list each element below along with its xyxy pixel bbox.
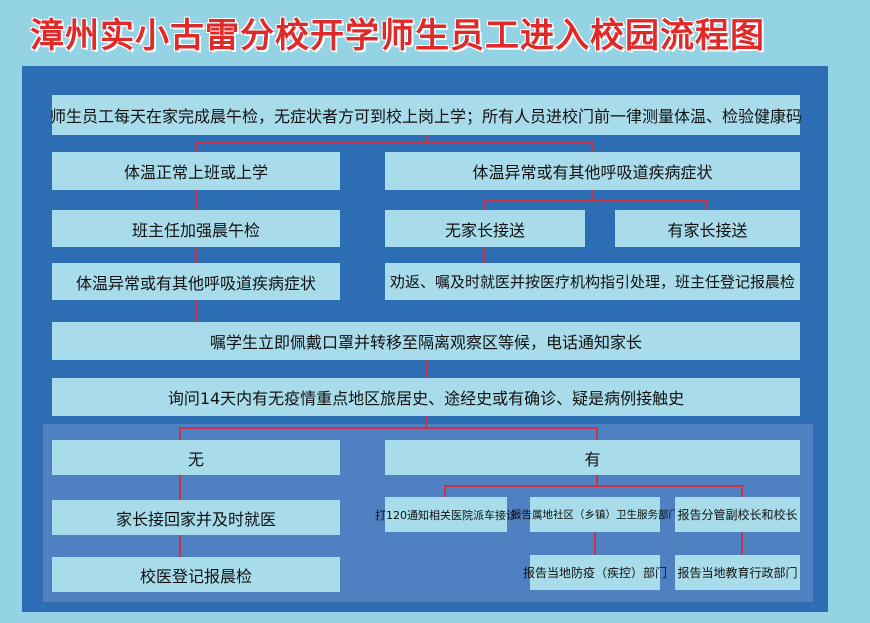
normal-temp-box: 体温正常上班或上学 <box>52 152 340 190</box>
ask-history-box: 询问14天内有无疫情重点地区旅居史、途经史或有确诊、疑是病例接触史 <box>52 378 800 416</box>
connector <box>195 135 593 152</box>
has-parent-box: 有家长接送 <box>615 210 800 247</box>
teacher-check-box: 班主任加强晨午检 <box>52 210 340 247</box>
report-principal-box: 报告分管副校长和校长 <box>675 497 800 532</box>
doctor-record-box: 校医登记报晨检 <box>52 557 340 592</box>
has-history-box: 有 <box>385 440 800 475</box>
parent-pickup-box: 家长接回家并及时就医 <box>52 500 340 535</box>
isolate-box: 嘱学生立即佩戴口罩并转移至隔离观察区等候，电话通知家长 <box>52 322 800 360</box>
page-title: 漳州实小古雷分校开学师生员工进入校园流程图 <box>30 16 765 56</box>
no-parent-box: 无家长接送 <box>385 210 585 247</box>
report-education-box: 报告当地教育行政部门 <box>675 555 800 590</box>
abnormal-temp-box: 体温异常或有其他呼吸道疾病症状 <box>385 152 800 190</box>
daily-check-box: 师生员工每天在家完成晨午检，无症状者方可到校上岗上学；所有人员进校门前一律测量体… <box>50 95 802 135</box>
connector <box>484 190 708 210</box>
connector <box>179 416 598 440</box>
connector <box>444 475 743 497</box>
connector <box>594 532 743 555</box>
report-community-box: 报告属地社区（乡镇）卫生服务部门 <box>511 497 679 532</box>
call-120-box: 打120通知相关医院派车接诊 <box>375 497 517 532</box>
connector <box>425 247 486 378</box>
report-cdc-box: 报告当地防疫（疾控）部门 <box>523 555 667 590</box>
abnormal-temp-box-2: 体温异常或有其他呼吸道疾病症状 <box>52 263 340 300</box>
advise-box: 劝返、嘱及时就医并按医疗机构指引处理，班主任登记报晨检 <box>385 263 800 300</box>
no-history-box: 无 <box>52 440 340 475</box>
